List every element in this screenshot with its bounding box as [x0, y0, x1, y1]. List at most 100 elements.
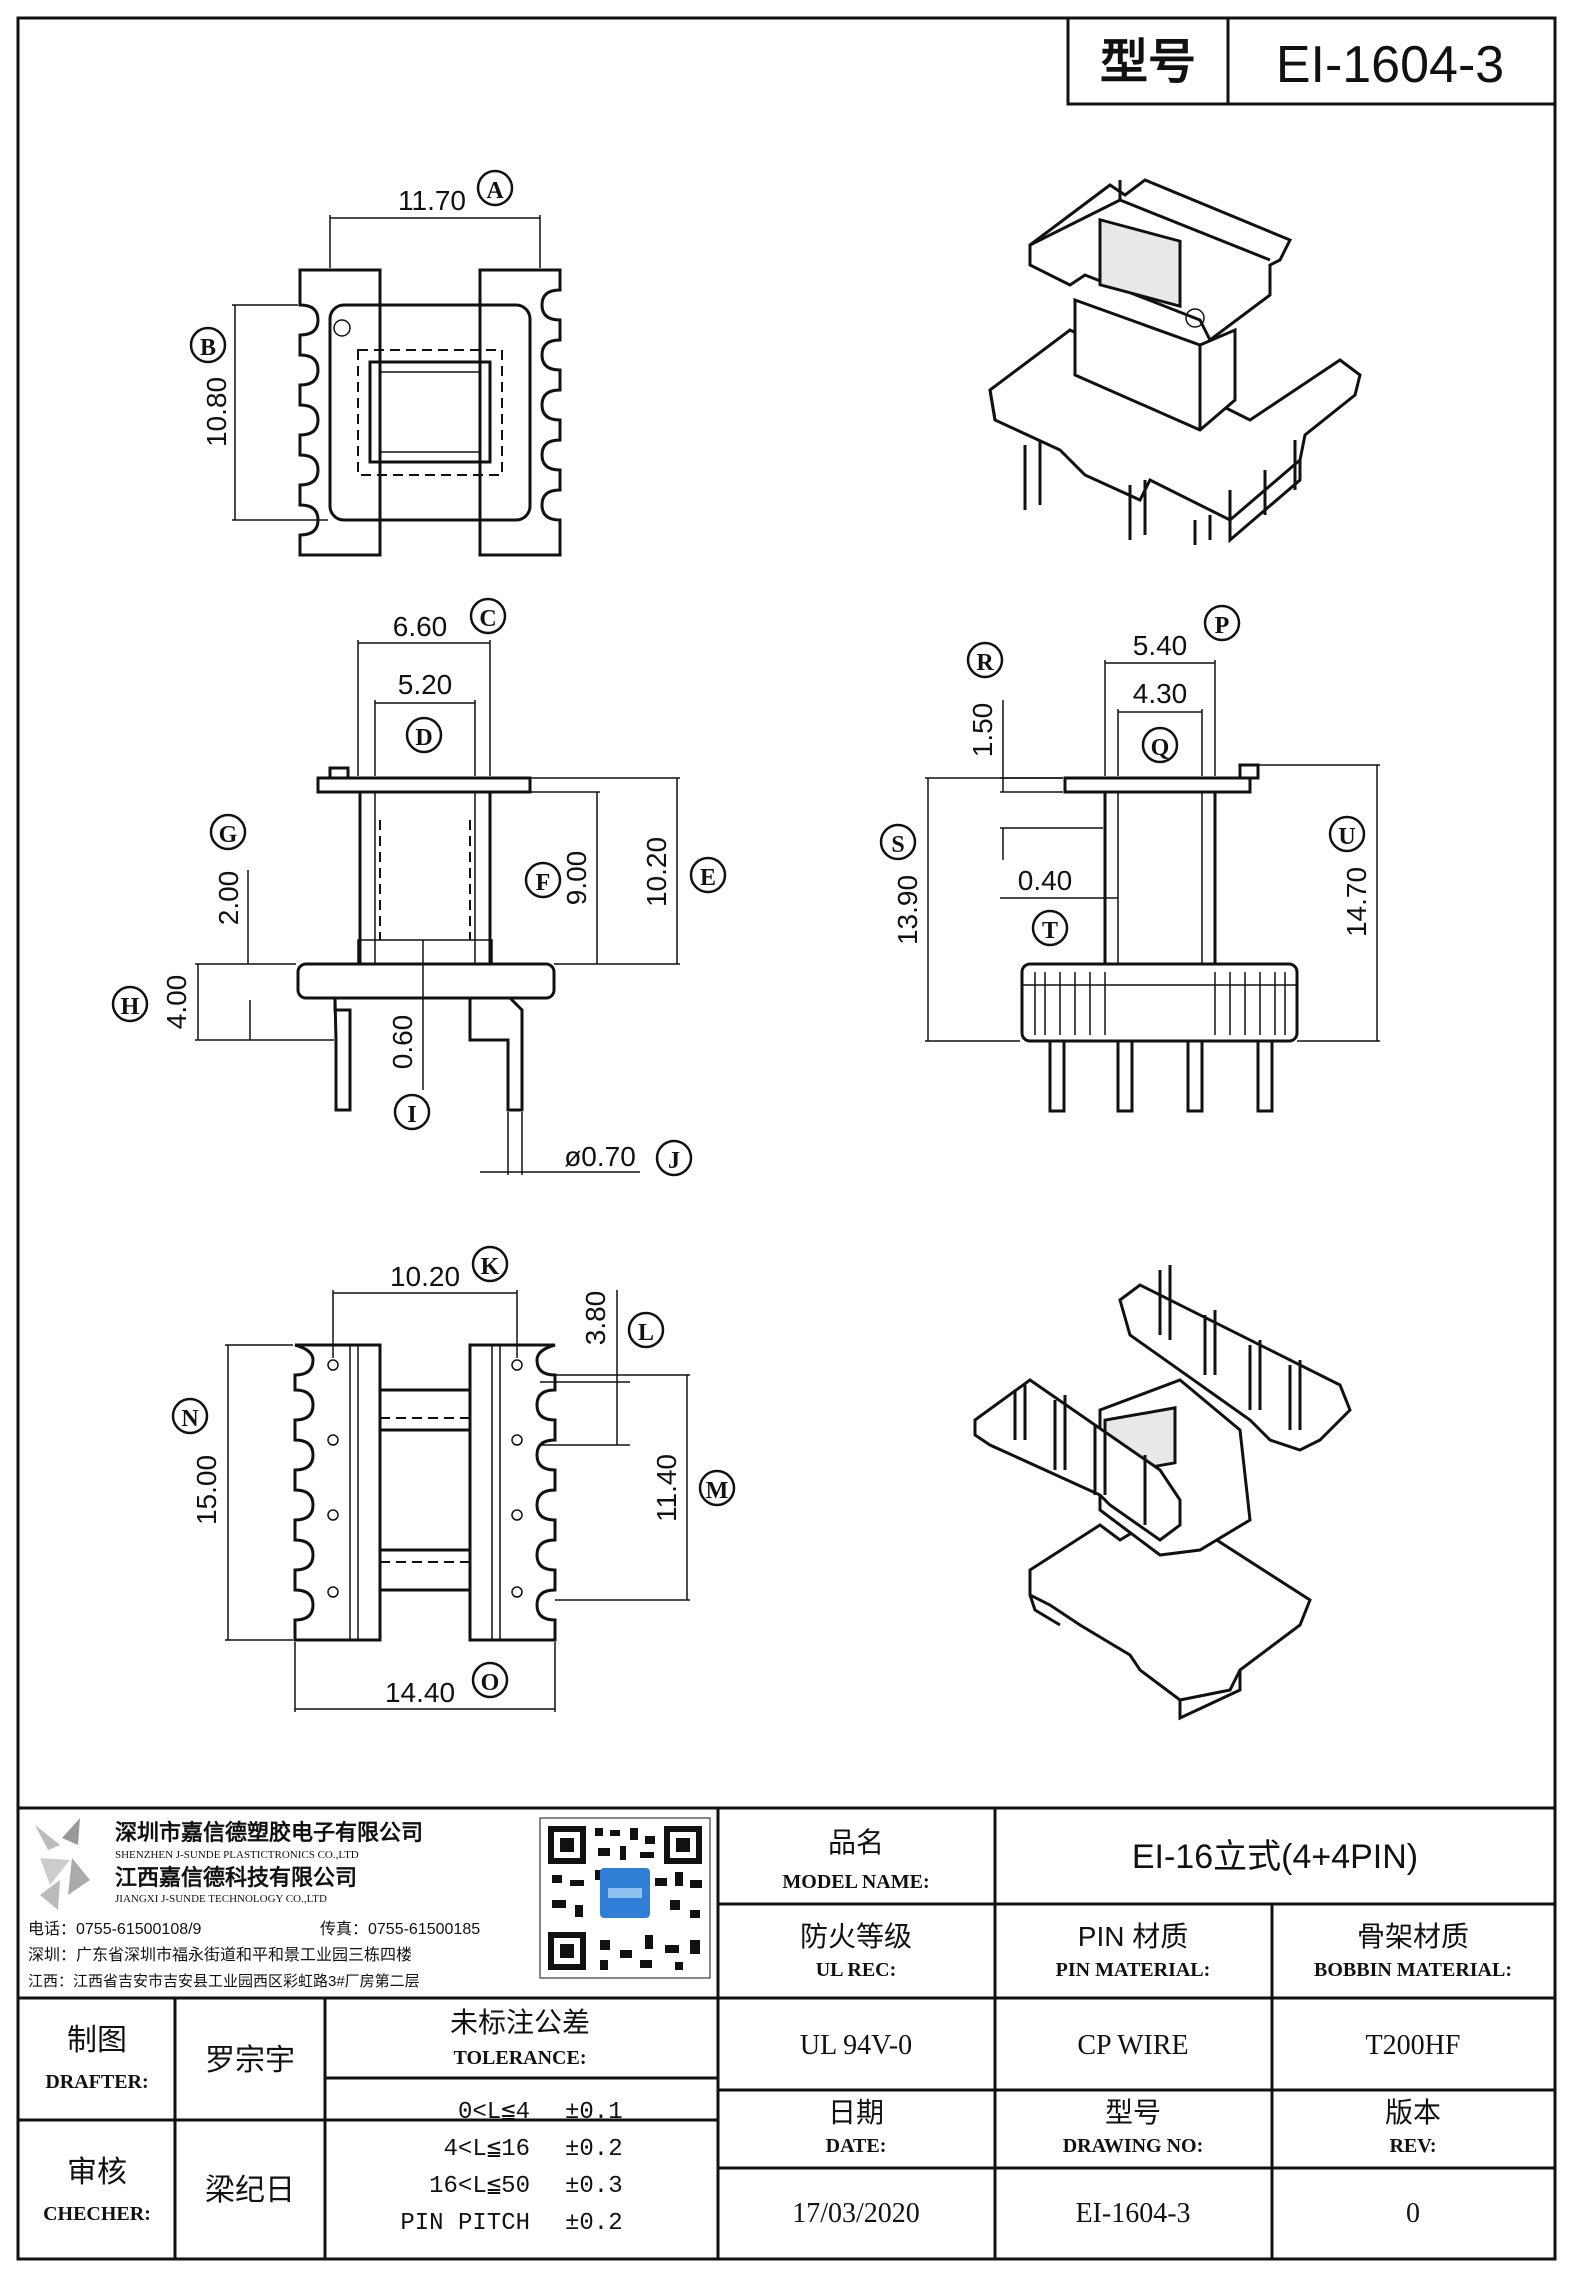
side-base: [1020, 962, 1299, 1043]
dim-B-letter: B: [200, 335, 216, 361]
dim-N-letter: N: [181, 1406, 199, 1432]
dim-R-value: 1.50: [967, 703, 998, 758]
title-block: 深圳市嘉信德塑胶电子有限公司 SHENZHEN J-SUNDE PLASTICT…: [18, 1806, 1555, 2259]
dim-I-value: 0.60: [387, 1015, 418, 1070]
dim-M-value: 11.40: [651, 1454, 682, 1522]
dim-T-letter: T: [1042, 918, 1058, 944]
company-name-cn-1: 深圳市嘉信德塑胶电子有限公司: [115, 1820, 423, 1845]
side-view: 5.40 P 4.30 Q 1.50 R 13.90 S 0.40 T: [879, 604, 1380, 1113]
iso-view-top: [988, 178, 1362, 545]
checker-name: 梁纪日: [205, 2174, 295, 2207]
dim-R-letter: R: [976, 650, 994, 676]
dim-Q-value: 4.30: [1133, 678, 1188, 709]
dim-U-value: 14.70: [1341, 867, 1372, 937]
bobbin-material-label-cn: 骨架材质: [1357, 1921, 1469, 1952]
dim-F-letter: F: [536, 870, 551, 896]
pin-material-label-cn: PIN 材质: [1078, 1921, 1188, 1952]
company-fax: 传真：0755-61500185: [320, 1920, 480, 1938]
dim-P-letter: P: [1215, 613, 1230, 639]
dim-E-value: 10.20: [641, 837, 672, 907]
dim-M-letter: M: [706, 1478, 729, 1504]
drafter-label-en: DRAFTER:: [45, 2071, 148, 2093]
top-view: 11.70 A 10.80 B: [189, 169, 562, 557]
company-address-shenzhen: 深圳：广东省深圳市福永街道和平和景工业园三栋四楼: [28, 1946, 412, 1964]
date-label-cn: 日期: [828, 2097, 884, 2128]
bottom-left-flange: [293, 1343, 382, 1642]
tolerance-range-1: 0<L≦4: [458, 2099, 530, 2126]
header-model-box: 型号 EI-1604-3: [1066, 16, 1557, 106]
tolerance-value-3: ±0.3: [565, 2173, 623, 2200]
bobbin-material-label-en: BOBBIN MATERIAL:: [1314, 1959, 1512, 1981]
dim-G-value: 2.00: [213, 871, 244, 926]
tolerance-value-2: ±0.2: [565, 2136, 623, 2163]
dim-H-value: 4.00: [161, 975, 192, 1030]
rev-label-en: REV:: [1389, 2135, 1436, 2157]
ul-label-en: UL REC:: [816, 1959, 897, 1981]
ul-value: UL 94V-0: [800, 2030, 912, 2061]
drawing-no-value: EI-1604-3: [1075, 2198, 1190, 2229]
dim-B-value: 10.80: [201, 377, 232, 447]
dim-U-letter: U: [1338, 824, 1355, 850]
side-column: [1103, 790, 1217, 966]
header-model-label: 型号: [1100, 36, 1196, 89]
pin1-mark-icon: [333, 319, 351, 337]
model-name-value: EI-16立式(4+4PIN): [1132, 1838, 1418, 1876]
dim-S-value: 13.90: [892, 875, 923, 945]
dim-F-value: 9.00: [561, 851, 592, 906]
rev-label-cn: 版本: [1385, 2097, 1441, 2128]
dim-J-letter: J: [668, 1148, 680, 1174]
dim-A-letter: A: [486, 178, 504, 204]
model-name-label-en: MODEL NAME:: [782, 1871, 929, 1893]
drafter-label-cn: 制图: [67, 2024, 127, 2057]
drawing-no-label-cn: 型号: [1105, 2097, 1161, 2128]
front-base: [296, 962, 556, 1000]
top-right-flange: [478, 268, 562, 557]
dim-N-value: 15.00: [191, 1455, 222, 1525]
iso-view-bottom: [973, 1265, 1352, 1721]
tolerance-value-4: ±0.2: [565, 2210, 623, 2237]
dim-L-letter: L: [638, 1320, 654, 1346]
dim-E-letter: E: [700, 865, 716, 891]
date-label-en: DATE:: [826, 2135, 887, 2157]
pin-material-label-en: PIN MATERIAL:: [1056, 1959, 1211, 1981]
dim-C-value: 6.60: [393, 611, 448, 642]
dim-L-value: 3.80: [580, 1291, 611, 1346]
sheet-border: [16, 16, 1557, 2261]
header-model-value: EI-1604-3: [1276, 36, 1504, 94]
bottom-view: 10.20 K 3.80 L 11.40 M 15.00 N 14.40 O: [171, 1245, 736, 1712]
model-name-label-cn: 品名: [828, 1827, 884, 1858]
qr-code-icon: [539, 1817, 711, 1979]
dim-H-letter: H: [121, 994, 140, 1020]
dim-P-value: 5.40: [1133, 630, 1188, 661]
dim-I-letter: I: [407, 1102, 416, 1128]
dim-J-value: ø0.70: [564, 1141, 636, 1172]
ul-label-cn: 防火等级: [800, 1921, 912, 1952]
pin-material-value: CP WIRE: [1077, 2030, 1188, 2061]
company-name-cn-2: 江西嘉信德科技有限公司: [115, 1865, 357, 1890]
rev-value: 0: [1406, 2198, 1420, 2229]
company-logo: [35, 1818, 90, 1910]
dim-A-value: 11.70: [398, 185, 466, 216]
company-address-jiangxi: 江西：江西省吉安市吉安县工业园西区彩虹路3#厂房第二层: [28, 1972, 420, 1990]
tolerance-range-3: 16<L≦50: [429, 2173, 530, 2200]
tolerance-range-4: PIN PITCH: [400, 2210, 530, 2237]
checker-label-cn: 审核: [67, 2156, 127, 2189]
top-left-flange: [298, 268, 382, 557]
dim-K-value: 10.20: [390, 1261, 460, 1292]
tolerance-value-1: ±0.1: [565, 2099, 623, 2126]
dim-D-letter: D: [415, 725, 432, 751]
dim-Q-letter: Q: [1151, 735, 1170, 761]
dim-D-value: 5.20: [398, 669, 453, 700]
drawing-no-label-en: DRAWING NO:: [1063, 2135, 1204, 2157]
front-view: 6.60 C 5.20 D 10.20 E 9.00 F 2.00 G 4.00: [111, 597, 727, 1177]
top-window: [368, 360, 492, 464]
dim-T-value: 0.40: [1018, 865, 1073, 896]
tolerance-label-en: TOLERANCE:: [454, 2047, 587, 2069]
dim-S-letter: S: [891, 832, 904, 858]
company-name-en-1: SHENZHEN J-SUNDE PLASTICTRONICS CO.,LTD: [115, 1849, 359, 1861]
dim-K-letter: K: [481, 1254, 500, 1280]
dim-O-letter: O: [481, 1670, 500, 1696]
iso2-right-flange: [1118, 1283, 1352, 1452]
date-value: 17/03/2020: [792, 2198, 920, 2229]
